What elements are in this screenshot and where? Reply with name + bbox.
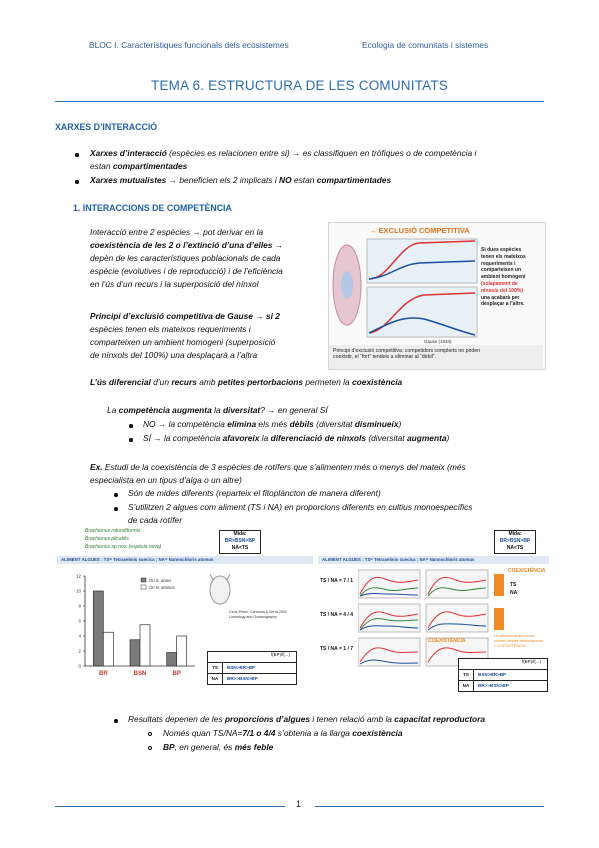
time-series-panels: [358, 569, 504, 667]
paramecium-nucleus: [341, 271, 353, 299]
y-tick-label: 4: [78, 634, 81, 639]
title-rule: [55, 101, 544, 102]
exclusion-caption: Principi d’exclusió competitiva: competi…: [333, 348, 481, 360]
y-tick-label: 10: [76, 589, 82, 594]
bar-bsn-1: [129, 639, 141, 667]
table-row: TS BSN>BR>BP: [459, 670, 547, 681]
x-tick-label: BSN: [134, 671, 147, 677]
example-bullet-algues: S’utilitzen 2 algues com aliment (TS i N…: [128, 502, 473, 525]
aliment-bar-right: ALIMENT ALGUES : TS= Tetraselmis suecica…: [318, 556, 549, 564]
example-bullet-mides: Són de mides diferents (reparteix el fit…: [128, 488, 381, 498]
table-header: f(BP)/f(...): [208, 652, 296, 663]
gause-citation: Gause (1934): [424, 339, 452, 344]
species-bsn: Brachionus sp.nov. (espècie nova): [85, 544, 162, 550]
exclusion-side-text: Si dues espècies tenen els mateixos requ…: [481, 247, 526, 308]
table-row: NA BR>>BSN>BP: [208, 674, 296, 684]
para-gause: Principi d’exclusió competitiva de Gause…: [90, 311, 280, 360]
page-number: 1: [296, 799, 302, 809]
figure-rotifers-right: Mida: BR>BSN>BP NA<TS ALIMENT ALGUES : T…: [318, 528, 549, 692]
table-row: TS BSN>BR>BP: [208, 663, 296, 674]
header-right: Ecologia de comunitats i sistemes: [362, 40, 489, 50]
x-tick-label: BR: [99, 671, 108, 677]
y-tick-label: 2: [78, 649, 81, 654]
bullet: [114, 507, 118, 511]
results-sub-2: BP, en general, és més feble: [163, 742, 274, 752]
bullet: [75, 153, 79, 157]
coexist-label-top: COEXISTÈNCIA: [508, 568, 546, 574]
exclusion-caption-bg: [329, 345, 543, 369]
y-tick-label: 6: [78, 619, 81, 624]
figure-exclusio-competitiva: → EXCLUSIÓ COMPETITIVA Si dues espècies …: [328, 222, 546, 370]
aliment-bar: ALIMENT ALGUES : TS= Tetraselmis suecica…: [57, 556, 313, 564]
ratio-7-1: TS / NA = 7 / 1: [320, 578, 354, 584]
legend-na: NA: [510, 590, 518, 596]
mida-box: Mida: BR>BSN>BP NA<TS: [219, 530, 261, 554]
rotifer-illustration: [209, 573, 231, 605]
legend-swatch: [140, 584, 147, 590]
curve-bottom-red: [368, 292, 476, 334]
bar-bsn-2: [139, 624, 151, 667]
ratio-1-7: TS / NA = 1 / 7: [320, 646, 354, 652]
circle-bullet: [148, 746, 152, 750]
line-us-diferencial: L’ús diferencial d’un recurs amb petites…: [90, 377, 403, 387]
legend-label: On N. atomus: [149, 585, 176, 590]
results-text: Resultats depenen de les proporcions d’a…: [128, 714, 486, 724]
y-tick-label: 0: [78, 664, 81, 669]
sub-no: NO → la competència elimina els més dèbi…: [143, 419, 402, 429]
bullet-xarxes-mutualistes: Xarxes mutualistes → beneficien els 2 im…: [90, 175, 392, 185]
circle-bullet: [148, 732, 152, 736]
legend-ts: TS: [510, 582, 517, 588]
para-interaccio: Interacció entre 2 espècies → pot deriva…: [90, 227, 284, 289]
curve-top-blue: [368, 260, 476, 280]
mida-box-right: Mida: BR>BSN>BP NA<TS: [494, 530, 536, 554]
table-row: NA BR>>BSN>BP: [459, 681, 547, 691]
y-tick-label: 12: [76, 574, 82, 579]
species-bp: Brachionus plicatilis: [85, 536, 129, 542]
bar-bp-2: [176, 635, 188, 667]
bullet: [129, 424, 133, 428]
bullet: [114, 719, 118, 723]
footer-rule-left: [55, 806, 285, 807]
results-table-right: f(BP)/f(...) TS BSN>BR>BP NA BR>>BSN>BP: [458, 658, 548, 692]
results-table-left: f(BP)/f(...) TS BSN>BR>BP NA BR>>BSN>BP: [207, 651, 297, 685]
ratio-4-4: TS / NA = 4 / 4: [320, 612, 354, 618]
results-sub-1: Només quan TS/NA=7/1 o 4/4 s’obtenia a l…: [163, 728, 403, 738]
curve-bottom-blue: [368, 317, 476, 336]
sub-si: SÍ → la competència afavoreix la diferen…: [143, 433, 450, 443]
example-text: Ex. Estudi de la coexistència de 3 espèc…: [90, 462, 466, 485]
bullet-xarxes-interaccio: Xarxes d’interacció (espècies es relacio…: [90, 148, 477, 171]
coexist-label-mid: COEXISTÈNCIA: [428, 638, 466, 644]
graph-bottom: [366, 286, 478, 338]
figure-rotifers-left: Brachionus rotundiformis Brachionus plic…: [57, 528, 313, 690]
coexist-marker-1: [494, 574, 504, 596]
bullet: [114, 493, 118, 497]
bar-br-1: [92, 590, 104, 667]
bullet: [129, 438, 133, 442]
bar-br-2: [102, 631, 114, 667]
footer-rule-right: [315, 806, 544, 807]
bar-bp-1: [166, 652, 178, 667]
legend-swatch: [140, 577, 147, 583]
bullet: [75, 180, 79, 184]
legend-label: On S. areus: [149, 578, 172, 583]
exclusion-figure-graphics: [332, 238, 478, 338]
header-left: BLOC I. Característiques funcionals dels…: [89, 40, 289, 50]
y-tick-label: 8: [78, 604, 81, 609]
note-us-diferencial: Ús diferencial del recurs comem petites …: [494, 634, 543, 648]
page-title: TEMA 6. ESTRUCTURA DE LES COMUNITATS: [151, 78, 448, 93]
exclusion-title: → EXCLUSIÓ COMPETITIVA: [369, 226, 470, 235]
section-heading-xarxes: XARXES D’INTERACCIÓ: [55, 122, 158, 132]
line-question: La competència augmenta la diversitat? →…: [107, 405, 328, 415]
section-heading-competencia: 1. INTERACCIONS DE COMPETÈNCIA: [73, 203, 232, 213]
coexist-marker-2: [494, 608, 504, 630]
citation: Ciros-Pérez, Carmona & Serra 2001 Limnol…: [229, 610, 287, 619]
species-br: Brachionus rotundiformis: [85, 528, 141, 534]
x-tick-label: BP: [172, 671, 180, 677]
